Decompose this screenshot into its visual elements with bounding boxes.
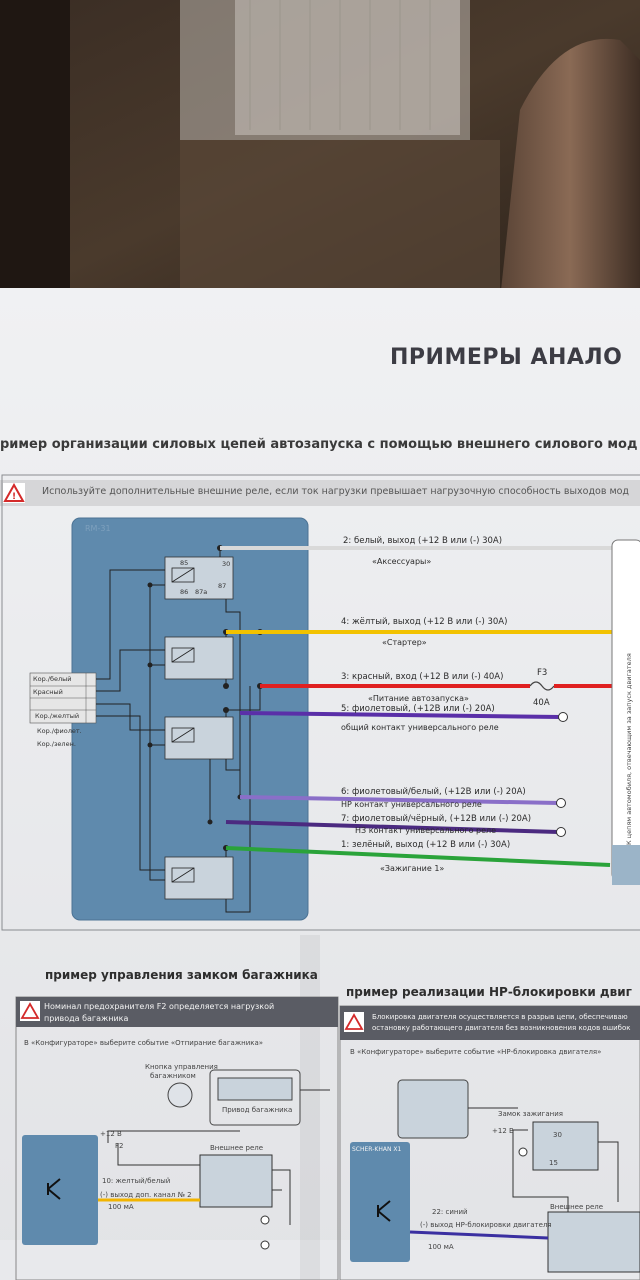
trunk-config-note: В «Конфигураторе» выберите событие «Отпи…	[24, 1039, 264, 1047]
wire-label-violet: 5: фиолетовый, (+12В или (-) 20А)	[341, 704, 495, 714]
wire-label-yellow: 4: жёлтый, выход (+12 В или (-) 30А)	[341, 617, 508, 627]
warning-text: Используйте дополнительные внешние реле,…	[42, 486, 630, 497]
wire-desc-yellow: «Стартер»	[382, 638, 427, 647]
block-ignition-label: Замок зажигания	[498, 1110, 563, 1118]
trunk-button-label-1: Кнопка управления	[145, 1063, 218, 1071]
block-relay-label: Внешнее реле	[550, 1203, 604, 1211]
block-wire-desc-1: (-) выход НР-блокировки двигателя	[420, 1221, 552, 1229]
wire-desc-violet: общий контакт универсального реле	[341, 723, 499, 732]
warning-icon: !	[3, 483, 25, 503]
wire-desc-violet-black: НЗ контакт универсального реле	[355, 826, 497, 835]
trunk-relay-label: Внешнее реле	[210, 1144, 264, 1152]
wire-label-green: 1: зелёный, выход (+12 В или (-) 30А)	[341, 840, 511, 850]
wire-label-violet-black: 7: фиолетовый/чёрный, (+12В или (-) 20А)	[341, 814, 532, 824]
trunk-button-label-2: багажником	[150, 1072, 196, 1080]
relay-pin-87a: 87a	[195, 588, 208, 596]
block-wire-label: 22: синий	[432, 1208, 468, 1216]
trunk-warning-1: Номинал предохранителя F2 определяется н…	[44, 1002, 275, 1011]
module-label: RM-31	[85, 524, 111, 533]
block-config-note: В «Конфигураторе» выберите событие «НР-б…	[350, 1048, 602, 1056]
trunk-drive-label: Привод багажника	[222, 1106, 293, 1114]
trunk-warning-2: привода багажника	[44, 1014, 129, 1023]
trunk-v12: +12 В	[100, 1130, 122, 1138]
pin-label: Кор./фиолет.	[37, 727, 82, 735]
wire-desc-red: «Питание автозапуска»	[368, 694, 469, 703]
fuse-rating: 40A	[533, 698, 550, 708]
block-section-title: пример реализации НР-блокировки двиг	[346, 985, 632, 999]
trunk-fuse: F2	[115, 1142, 124, 1150]
trunk-wire-desc-2: 100 мА	[108, 1203, 134, 1211]
pin-label: Кор./белый	[33, 675, 72, 683]
trunk-diagram	[15, 996, 339, 1280]
trunk-wire-desc-1: (-) выход доп. канал № 2	[100, 1191, 192, 1199]
block-warning-1: Блокировка двигателя осуществляется в ра…	[372, 1013, 628, 1021]
wire-label-white: 2: белый, выход (+12 В или (-) 30А)	[343, 536, 503, 546]
trunk-wire-label: 10: желтый/белый	[102, 1177, 171, 1185]
pin-label: Красный	[33, 688, 63, 696]
page-title: ПРИМЕРЫ АНАЛО	[390, 345, 623, 370]
relay-pin-30: 30	[222, 560, 231, 568]
block-pin-30: 30	[553, 1131, 562, 1139]
block-wire-desc-2: 100 мА	[428, 1243, 454, 1251]
wire-desc-white: «Аксессуары»	[372, 557, 432, 566]
svg-text:!: !	[12, 492, 16, 502]
wire-desc-violet-white: НР контакт универсального реле	[341, 800, 482, 809]
pin-label: Кор./желтый	[35, 712, 80, 720]
wire-label-violet-white: 6: фиолетовый/белый, (+12В или (-) 20А)	[341, 787, 526, 797]
trunk-section-title: пример управления замком багажника	[45, 968, 318, 982]
relay-pin-86: 86	[180, 588, 189, 596]
section-subtitle: ример организации силовых цепей автозапу…	[0, 437, 638, 452]
wire-desc-green: «Зажигание 1»	[380, 864, 445, 873]
pin-label: Кор./зелен.	[37, 740, 76, 748]
block-warning-2: остановку работающего двигателя без возн…	[372, 1024, 631, 1032]
block-pin-15: 15	[549, 1159, 558, 1167]
wire-label-red: 3: красный, вход (+12 В или (-) 40А)	[341, 672, 504, 682]
relay-pin-85: 85	[180, 559, 189, 567]
side-note: К цепям автомобиля, отвечающим за запуск…	[625, 653, 633, 845]
block-unit-label: SCHER-KHAN X1	[352, 1146, 402, 1153]
block-v12: +12 В	[492, 1127, 514, 1135]
fuse-name: F3	[537, 668, 548, 678]
block-diagram	[339, 1005, 640, 1280]
relay-pin-87: 87	[218, 582, 227, 590]
